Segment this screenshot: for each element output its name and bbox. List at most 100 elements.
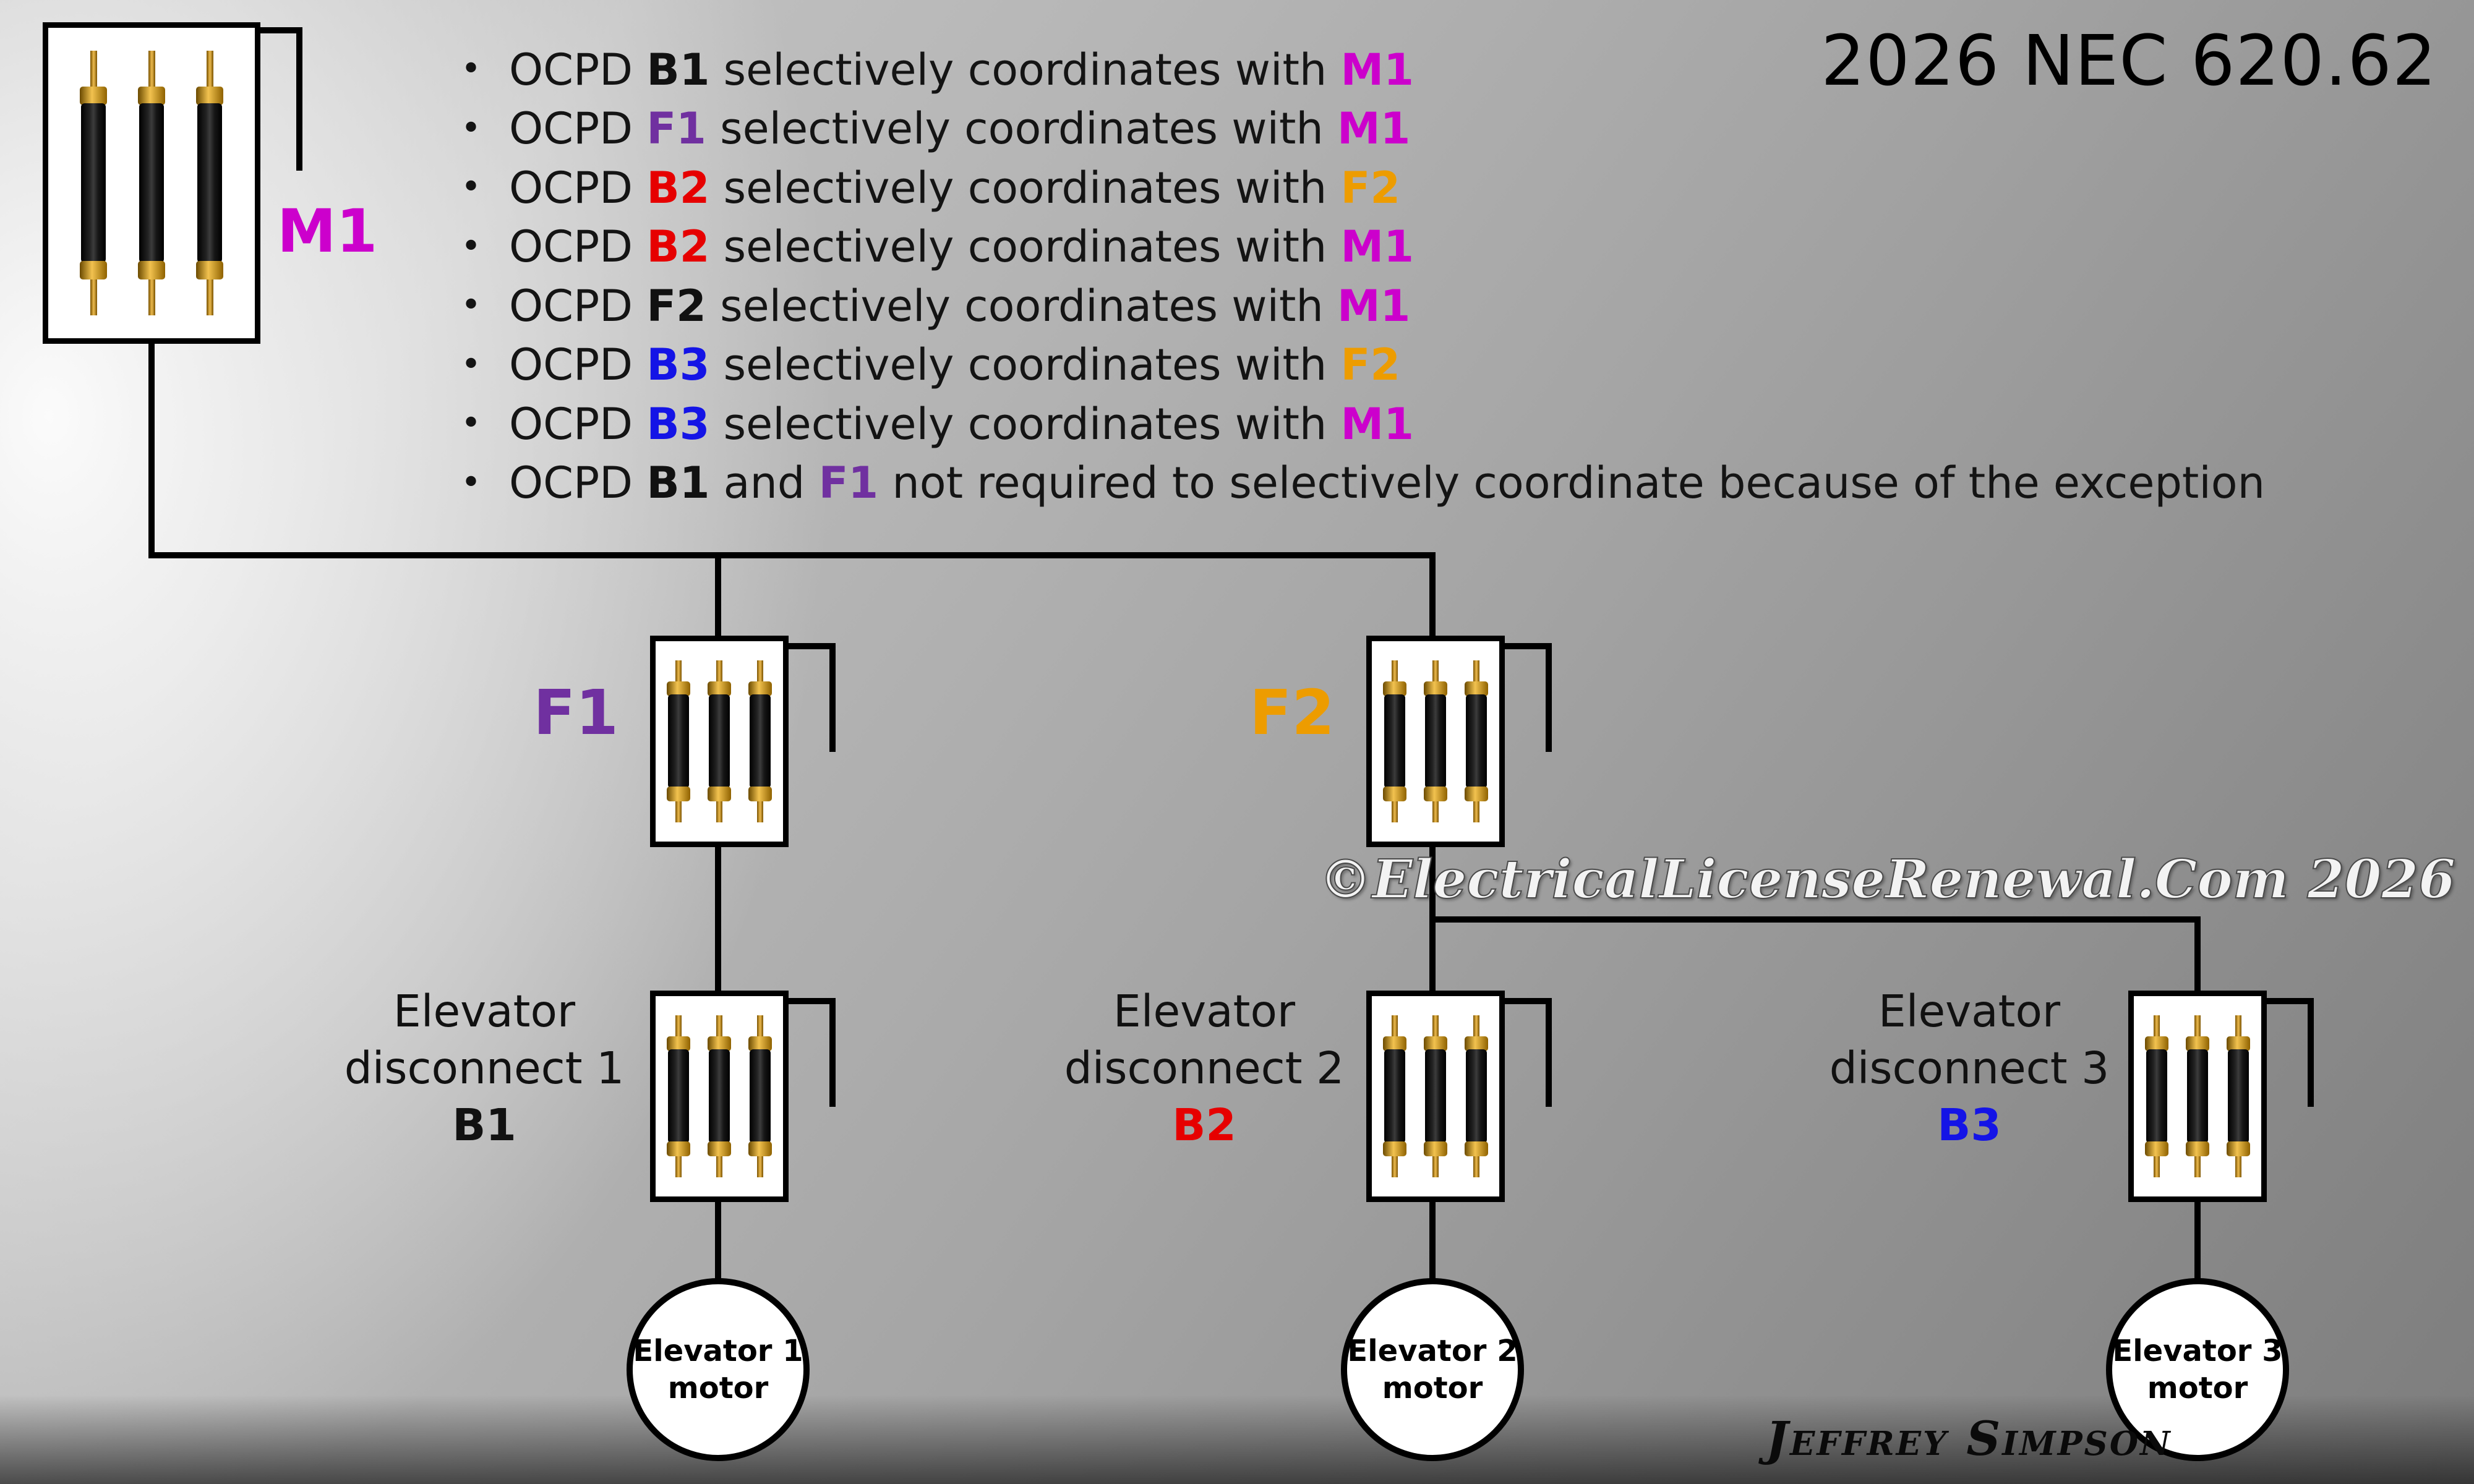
wire-f2-drop	[1429, 558, 1436, 639]
wire-disconnect3-drop	[2194, 919, 2201, 994]
bullet-text: selectively coordinates with	[709, 162, 1341, 213]
disconnect-1-box	[650, 991, 789, 1202]
fuse-icon	[708, 660, 731, 822]
fuse-icon	[1383, 660, 1406, 822]
ocpd-ref: B2	[646, 162, 710, 213]
bullet-text: selectively coordinates with	[706, 280, 1338, 331]
disconnect-label-line2: disconnect 2	[1064, 1043, 1345, 1094]
list-item: OCPD F1 selectively coordinates with M1	[461, 101, 2265, 160]
ocpd-ref: M1	[1340, 221, 1414, 273]
motor-label-line2: motor	[1382, 1371, 1483, 1405]
disconnect-label-line1: Elevator	[1878, 986, 2061, 1037]
ocpd-ref: M1	[1340, 398, 1414, 450]
disconnect-2-box	[1366, 991, 1505, 1202]
ocpd-f2-box	[1366, 636, 1505, 847]
ocpd-ref: B1	[646, 458, 710, 509]
ocpd-ref: B1	[646, 45, 710, 95]
bullet-text: not required to selectively coordinate b…	[878, 458, 2265, 509]
ocpd-f1-box	[650, 636, 789, 847]
f1-label: F1	[533, 676, 618, 749]
ocpd-m1-box	[43, 22, 260, 344]
fuse-icon	[748, 1015, 772, 1177]
fuse-icon	[80, 51, 107, 315]
list-item: OCPD B1 selectively coordinates with M1	[461, 42, 2265, 101]
bullet-text: OCPD	[509, 45, 647, 95]
bullet-text: selectively coordinates with	[706, 103, 1338, 155]
list-item: OCPD F2 selectively coordinates with M1	[461, 278, 2265, 337]
motor-label-line2: motor	[667, 1371, 769, 1405]
motor-label-line1: Elevator 3	[2112, 1334, 2283, 1368]
disconnect-label-line1: Elevator	[1113, 986, 1296, 1037]
ocpd-ref: F1	[818, 458, 879, 509]
disconnect-handle-icon	[260, 27, 302, 171]
disconnect-label-line2: disconnect 1	[344, 1043, 625, 1094]
motor-elevator-3: Elevator 3 motor	[2106, 1278, 2289, 1461]
disconnect-1-label: Elevator disconnect 1 B1	[317, 983, 651, 1154]
wire-branch-to-disconnect3	[1429, 916, 2201, 923]
m1-label: M1	[277, 197, 378, 266]
fuse-icon	[1424, 1015, 1447, 1177]
ocpd-ref: M1	[1337, 280, 1411, 331]
list-item: OCPD B2 selectively coordinates with M1	[461, 219, 2265, 278]
list-item: OCPD B2 selectively coordinates with F2	[461, 160, 2265, 219]
fuse-icon	[2186, 1015, 2209, 1177]
ocpd-ref: F2	[646, 280, 706, 331]
bullet-text: OCPD	[509, 398, 647, 450]
ocpd-ref: F2	[1340, 162, 1401, 213]
disconnect-3-label: Elevator disconnect 3 B3	[1802, 983, 2136, 1154]
bullet-text: selectively coordinates with	[709, 339, 1341, 391]
fuse-icon	[1465, 660, 1488, 822]
disconnect-label-line2: disconnect 3	[1829, 1043, 2110, 1094]
disconnect-handle-icon	[1505, 998, 1552, 1107]
disconnect-id-b2: B2	[1172, 1099, 1236, 1151]
bullet-text: OCPD	[509, 162, 647, 213]
ocpd-ref: B2	[646, 221, 710, 273]
disconnect-2-label: Elevator disconnect 2 B2	[1037, 983, 1371, 1154]
disconnect-handle-icon	[2267, 998, 2314, 1107]
wire-m1-drop	[148, 341, 155, 558]
disconnect-3-box	[2128, 991, 2267, 1202]
wire-disconnect3-to-motor3	[2194, 1199, 2201, 1286]
ocpd-ref: M1	[1340, 45, 1414, 95]
wire-disconnect2-to-motor2	[1429, 1199, 1436, 1286]
ocpd-ref: F1	[646, 103, 706, 155]
ocpd-ref: M1	[1337, 103, 1411, 155]
list-item: OCPD B3 selectively coordinates with F2	[461, 337, 2265, 396]
fuse-icon	[196, 51, 223, 315]
fuse-icon	[667, 660, 690, 822]
bullet-text: selectively coordinates with	[709, 221, 1341, 273]
wire-disconnect1-to-motor1	[715, 1199, 721, 1286]
wire-f1-to-disconnect1	[715, 844, 721, 994]
bullet-text: selectively coordinates with	[709, 398, 1341, 450]
ocpd-ref: B3	[646, 398, 710, 450]
fuse-icon	[708, 1015, 731, 1177]
bullet-text: OCPD	[509, 458, 647, 509]
bullet-text: OCPD	[509, 103, 647, 155]
coordination-list: OCPD B1 selectively coordinates with M1 …	[461, 42, 2265, 514]
disconnect-label-line1: Elevator	[393, 986, 576, 1037]
fuse-icon	[1465, 1015, 1488, 1177]
ocpd-ref: F2	[1340, 339, 1401, 391]
fuse-icon	[1424, 660, 1447, 822]
bullet-text: OCPD	[509, 280, 647, 331]
fuse-icon	[748, 660, 772, 822]
bullet-text: OCPD	[509, 221, 647, 273]
motor-label-line1: Elevator 2	[1347, 1334, 1518, 1368]
bullet-text: selectively coordinates with	[709, 45, 1341, 95]
watermark: ©ElectricalLicenseRenewal.Com 2026	[1318, 848, 2456, 911]
disconnect-handle-icon	[1505, 643, 1552, 752]
disconnect-handle-icon	[789, 643, 836, 752]
fuse-icon	[1383, 1015, 1406, 1177]
list-item: OCPD B1 and F1 not required to selective…	[461, 455, 2265, 514]
disconnect-id-b3: B3	[1937, 1099, 2001, 1151]
fuse-icon	[138, 51, 165, 315]
fuse-icon	[2227, 1015, 2250, 1177]
bullet-text: OCPD	[509, 339, 647, 391]
f2-label: F2	[1249, 676, 1335, 749]
author-signature: Jeffrey Simpson	[1766, 1411, 2172, 1466]
fuse-icon	[667, 1015, 690, 1177]
disconnect-id-b1: B1	[452, 1099, 516, 1151]
motor-label-line2: motor	[2147, 1371, 2248, 1405]
motor-elevator-1: Elevator 1 motor	[627, 1278, 810, 1461]
